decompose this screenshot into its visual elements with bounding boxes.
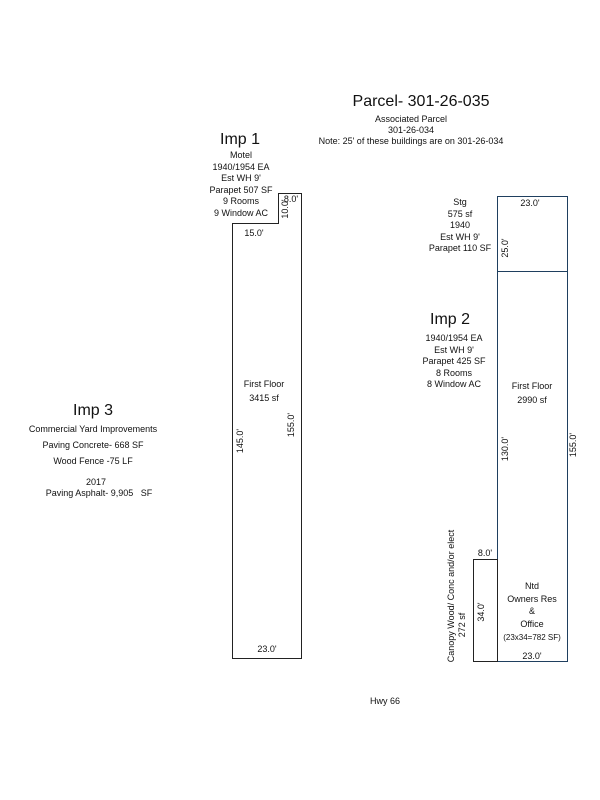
imp3-detail: Paving Concrete- 668 SF xyxy=(42,440,144,450)
imp2-area-value: 2990 sf xyxy=(517,395,547,405)
imp1-details: Motel 1940/1954 EA Est WH 9' Parapet 507… xyxy=(209,150,272,219)
owners-res-line: & xyxy=(528,606,535,616)
owners-res-line: Owners Res xyxy=(507,593,557,604)
owners-res-label: Ntd Owners Res & Office (23x34=782 SF) xyxy=(503,580,561,645)
storage-detail: Stg xyxy=(453,197,467,207)
imp1-detail: 1940/1954 EA xyxy=(212,161,270,172)
storage-detail: 575 sf xyxy=(447,208,473,219)
imp2-title: Imp 2 xyxy=(429,311,471,328)
imp1-detail: Motel xyxy=(229,150,253,160)
imp2-storage-details: Stg 575 sf 1940 Est WH 9' Parapet 110 SF xyxy=(429,197,491,255)
owners-res-line: Office xyxy=(520,618,544,629)
imp2-main-outline xyxy=(497,271,568,662)
imp1-detail: 9 Rooms xyxy=(222,196,260,206)
imp2-dim-right: 155.0' xyxy=(568,432,578,458)
parcel-title: Parcel- 301-26-035 xyxy=(352,93,490,110)
imp1-outline xyxy=(232,193,302,659)
imp1-area-label: First Floor xyxy=(243,379,285,389)
owners-res-line: (23x34=782 SF) xyxy=(503,633,561,642)
associated-parcel-number: 301-26-034 xyxy=(387,125,435,135)
imp3-asphalt: Paving Asphalt- 9,905 SF xyxy=(45,488,153,498)
imp3-detail: Wood Fence -75 LF xyxy=(53,456,133,466)
canopy-area: 272 sf xyxy=(457,612,467,638)
imp1-dim-left: 145.0' xyxy=(235,428,245,454)
storage-detail: 1940 xyxy=(449,220,471,230)
canopy-dim-top: 8.0' xyxy=(477,548,493,558)
imp2-detail: 8 Window AC xyxy=(426,379,482,389)
imp2-canopy-outline xyxy=(473,559,498,662)
imp1-dim-notch-top: 8.0' xyxy=(283,194,299,204)
parcel-note: Note: 25' of these buildings are on 301-… xyxy=(318,136,504,146)
imp1-detail: Est WH 9' xyxy=(221,173,261,183)
imp3-title: Imp 3 xyxy=(72,402,114,419)
imp1-detail: 9 Window AC xyxy=(213,207,269,218)
storage-dim-side: 25.0' xyxy=(500,238,510,258)
imp2-detail: 8 Rooms xyxy=(435,367,473,378)
imp1-dim-notch-side: 10.0' xyxy=(280,199,290,219)
imp1-dim-right: 155.0' xyxy=(286,412,296,438)
imp1-dim-top: 15.0' xyxy=(244,228,264,238)
canopy-dim-side: 34.0' xyxy=(476,602,486,622)
owners-res-line: Ntd xyxy=(524,581,539,591)
storage-detail: Parapet 110 SF xyxy=(428,243,492,253)
imp1-detail: Parapet 507 SF xyxy=(209,184,273,195)
imp1-area-value: 3415 sf xyxy=(249,393,279,403)
imp1-title: Imp 1 xyxy=(219,131,261,148)
imp2-dim-bottom: 23.0' xyxy=(522,651,542,661)
storage-detail: Est WH 9' xyxy=(440,231,480,242)
imp3-detail: Commercial Yard Improvements xyxy=(28,424,158,434)
road-label: Hwy 66 xyxy=(369,696,401,706)
imp2-detail: 1940/1954 EA xyxy=(425,333,483,343)
associated-parcel-label: Associated Parcel xyxy=(374,114,448,124)
storage-dim-top: 23.0' xyxy=(520,198,540,208)
imp2-details: 1940/1954 EA Est WH 9' Parapet 425 SF 8 … xyxy=(422,333,485,391)
imp3-year: 2017 xyxy=(85,477,107,487)
imp2-dim-left: 130.0' xyxy=(500,436,510,462)
imp2-detail: Parapet 425 SF xyxy=(422,356,486,366)
canopy-label: Canopy Wood/ Conc and/or elect xyxy=(446,529,456,663)
imp1-dim-bottom: 23.0' xyxy=(257,644,277,654)
imp2-detail: Est WH 9' xyxy=(434,344,474,355)
imp2-area-label: First Floor xyxy=(511,381,553,391)
